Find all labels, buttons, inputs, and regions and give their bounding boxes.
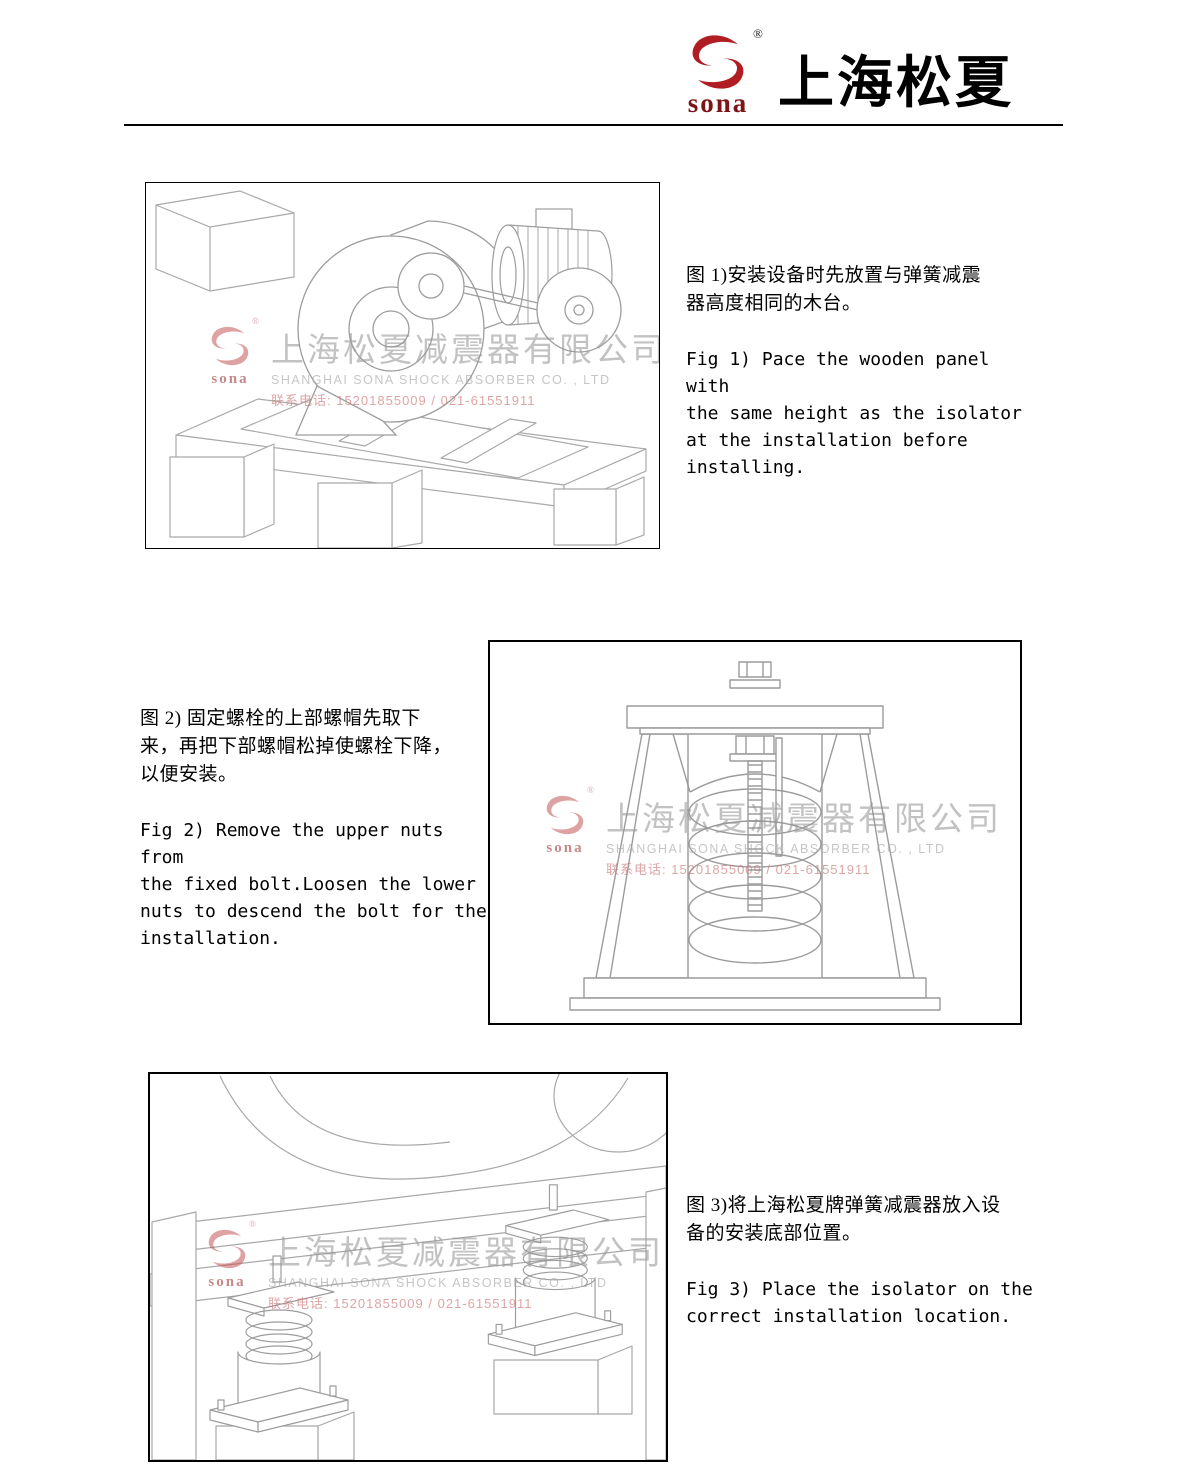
upper-bolt-drawing — [729, 661, 781, 689]
header-divider — [124, 124, 1063, 126]
figure-3-caption-cn: 图 3)将上海松夏牌弹簧减震器放入设 备的安装底部位置。 — [686, 1195, 1001, 1244]
figure-3-caption-en: Fig 3) Place the isolator on the correct… — [686, 1279, 1033, 1327]
figure-3-panel: ® sona 上海松夏减震器有限公司 SHANGHAI SONA SHOCK A… — [148, 1072, 668, 1462]
spring-coils-drawing — [688, 788, 822, 964]
inlet-duct-drawing — [155, 190, 295, 292]
figure-1-caption: 图 1)安装设备时先放置与弹簧减震 器高度相同的木台。 Fig 1) Pace … — [686, 262, 1026, 481]
fan-scroll-drawing — [295, 220, 523, 436]
sona-logo-word: sona — [687, 88, 749, 118]
registered-trademark: ® — [753, 26, 763, 41]
pulley-drawing — [397, 252, 622, 353]
figure-3-caption: 图 3)将上海松夏牌弹簧减震器放入设 备的安装底部位置。 Fig 3) Plac… — [686, 1192, 1051, 1330]
brand-title: 上海松夏 — [778, 51, 1014, 114]
figure-1-caption-en: Fig 1) Pace the wooden panel with the sa… — [686, 349, 1022, 478]
frame-underside-drawing — [150, 1074, 666, 1460]
figure-1-caption-cn: 图 1)安装设备时先放置与弹簧减震 器高度相同的木台。 — [686, 265, 982, 314]
figure-1-panel: ® sona 上海松夏减震器有限公司 SHANGHAI SONA SHOCK A… — [145, 182, 660, 549]
sona-logo-icon — [692, 35, 744, 89]
figure-2-drawing — [569, 661, 941, 1011]
figure-2-caption-en: Fig 2) Remove the upper nuts from the fi… — [140, 820, 487, 949]
figure-1-drawing — [155, 190, 647, 548]
figure-2-caption: 图 2) 固定螺栓的上部螺帽先取下 来，再把下部螺帽松掉使螺栓下降， 以便安装。… — [140, 705, 490, 952]
spring-isolator-section-drawing — [569, 661, 941, 1011]
figure-3-drawing — [150, 1074, 666, 1460]
figure-2-caption-cn: 图 2) 固定螺栓的上部螺帽先取下 来，再把下部螺帽松掉使螺栓下降， 以便安装。 — [140, 708, 453, 785]
figure-2-panel: ® sona 上海松夏减震器有限公司 SHANGHAI SONA SHOCK A… — [488, 640, 1022, 1025]
